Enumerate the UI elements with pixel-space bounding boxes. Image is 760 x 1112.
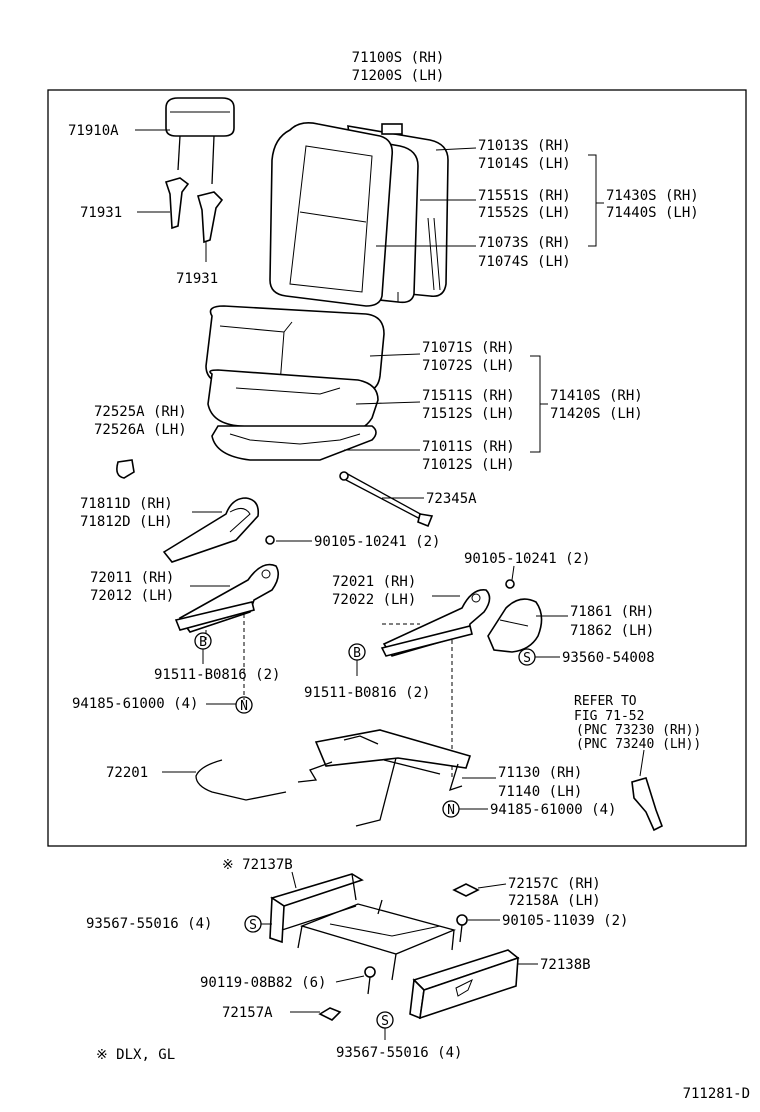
part-72201: 72201	[106, 765, 148, 781]
assembly-frame	[47, 89, 747, 847]
part-71072S: 71072S (LH)	[422, 358, 515, 374]
lower-frame-drawing	[297, 899, 457, 981]
seat-back-drawing	[269, 122, 449, 307]
part-71440S: 71440S (LH)	[606, 205, 699, 221]
refer-line-4: (PNC 73240 (LH))	[576, 737, 701, 752]
part-71140: 71140 (LH)	[498, 784, 582, 800]
headrest-drawing	[165, 97, 235, 185]
part-94185-61000-left: 94185-61000 (4)	[72, 696, 198, 712]
callout-b-left: B	[199, 635, 207, 650]
callout-n-right: N	[447, 803, 455, 818]
part-72021: 72021 (RH)	[332, 574, 416, 590]
cap-72157A-drawing	[318, 1007, 342, 1021]
part-72012: 72012 (LH)	[90, 588, 174, 604]
part-90105-10241-left: 90105-10241 (2)	[314, 534, 440, 550]
part-71013S: 71013S (RH)	[478, 138, 571, 154]
wire-72201-drawing	[195, 759, 287, 801]
cap-72157C-drawing	[452, 883, 480, 897]
part-93567-55016-bottom: 93567-55016 (4)	[336, 1045, 462, 1061]
part-90105-11039: 90105-11039 (2)	[502, 913, 628, 929]
part-72022: 72022 (LH)	[332, 592, 416, 608]
cover-71811D-drawing	[162, 497, 260, 563]
part-71420S: 71420S (LH)	[550, 406, 643, 422]
part-71073S: 71073S (RH)	[478, 235, 571, 251]
part-72526A: 72526A (LH)	[94, 422, 187, 438]
part-91511-B0816-right: 91511-B0816 (2)	[304, 685, 430, 701]
callout-s-bottom: S	[381, 1014, 389, 1029]
assembly-number-lh: 71200S (LH)	[352, 68, 445, 84]
part-93567-55016-left: 93567-55016 (4)	[86, 916, 212, 932]
callout-n-left: N	[240, 699, 248, 714]
refer-line-3: (PNC 73230 (RH))	[576, 723, 701, 738]
part-71931-left: 71931	[80, 205, 122, 221]
part-71014S: 71014S (LH)	[478, 156, 571, 172]
headrest-guide-drawing	[164, 177, 224, 244]
belt-buckle-drawing	[631, 749, 664, 832]
part-71511S: 71511S (RH)	[422, 388, 515, 404]
part-71910A: 71910A	[68, 123, 119, 139]
bolt-90119-08B82-drawing	[364, 966, 376, 995]
rod-72345A-drawing	[339, 471, 434, 528]
part-94185-61000-right: 94185-61000 (4)	[490, 802, 616, 818]
part-72157A: 72157A	[222, 1005, 273, 1021]
cover-72525A-drawing	[116, 459, 135, 479]
part-90119-08B82: 90119-08B82 (6)	[200, 975, 326, 991]
part-72158A: 72158A (LH)	[508, 893, 601, 909]
seat-cushion-drawing	[205, 305, 385, 461]
part-72157C: 72157C (RH)	[508, 876, 601, 892]
part-72137B: ※ 72137B	[222, 857, 293, 873]
part-71812D: 71812D (LH)	[80, 514, 173, 530]
part-71011S: 71011S (RH)	[422, 439, 515, 455]
seat-frame-71130-drawing	[297, 729, 472, 827]
part-72138B: 72138B	[540, 957, 591, 973]
part-71130: 71130 (RH)	[498, 765, 582, 781]
part-71931-bottom: 71931	[176, 271, 218, 287]
part-71012S: 71012S (LH)	[422, 457, 515, 473]
part-71811D: 71811D (RH)	[80, 496, 173, 512]
callout-s-left: S	[249, 918, 257, 933]
part-71861: 71861 (RH)	[570, 604, 654, 620]
bolt-90105-11039-drawing	[456, 914, 468, 943]
part-71512S: 71512S (LH)	[422, 406, 515, 422]
assembly-number-rh: 71100S (RH)	[352, 50, 445, 66]
adjuster-72021-drawing	[380, 589, 491, 657]
cover-71861-drawing	[487, 598, 543, 653]
part-93560-54008: 93560-54008	[562, 650, 655, 666]
figure-code: 711281-D	[683, 1086, 750, 1102]
part-72525A: 72525A (RH)	[94, 404, 187, 420]
part-71862: 71862 (LH)	[570, 623, 654, 639]
part-71410S: 71410S (RH)	[550, 388, 643, 404]
callout-s-right: S	[523, 651, 531, 666]
part-71551S: 71551S (RH)	[478, 188, 571, 204]
refer-line-1: REFER TO	[574, 694, 637, 709]
adjuster-72011-drawing	[174, 563, 280, 633]
part-71071S: 71071S (RH)	[422, 340, 515, 356]
part-91511-B0816-left: 91511-B0816 (2)	[154, 667, 280, 683]
part-71074S: 71074S (LH)	[478, 254, 571, 270]
part-72011: 72011 (RH)	[90, 570, 174, 586]
refer-line-2: FIG 71-52	[574, 709, 644, 724]
footnote: ※ DLX, GL	[96, 1047, 175, 1063]
rail-cover-72138B-drawing	[409, 949, 520, 1020]
part-90105-10241-right: 90105-10241 (2)	[464, 551, 590, 567]
part-72345A: 72345A	[426, 491, 477, 507]
part-71430S: 71430S (RH)	[606, 188, 699, 204]
callout-b-right: B	[353, 646, 361, 661]
part-71552S: 71552S (LH)	[478, 205, 571, 221]
